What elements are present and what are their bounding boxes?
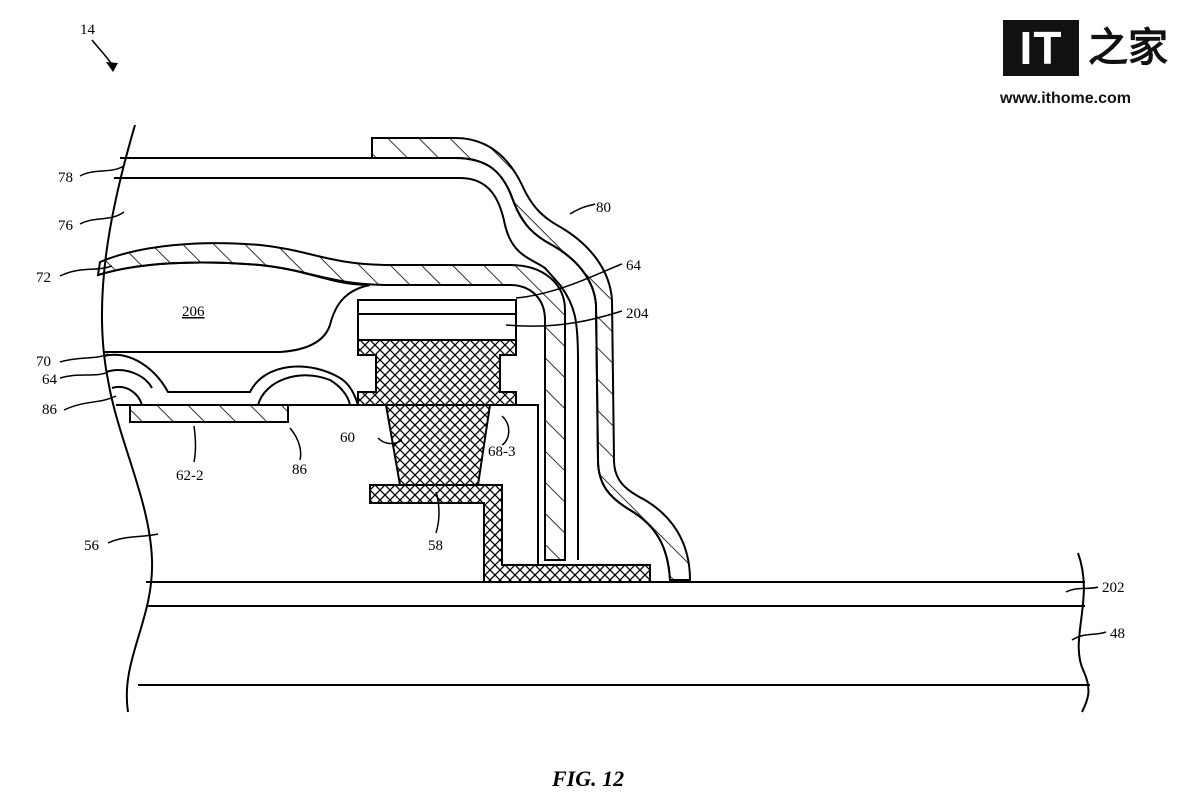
label-86-bottom: 86 <box>292 462 308 478</box>
watermark-logo: IT <box>1003 20 1079 76</box>
label-80: 80 <box>596 200 611 216</box>
watermark-logo-cjk: 之家 <box>1088 25 1168 71</box>
chip-62-2 <box>129 404 289 423</box>
label-62-2: 62-2 <box>176 468 204 484</box>
label-68-3: 68-3 <box>488 444 516 460</box>
label-202: 202 <box>1102 580 1125 596</box>
bezel-inner-line <box>454 157 671 581</box>
label-204: 204 <box>626 306 649 322</box>
cover-layers <box>114 157 579 560</box>
label-86-left: 86 <box>42 402 58 418</box>
label-64-left: 64 <box>42 372 58 388</box>
label-14: 14 <box>80 22 96 38</box>
leader-lines <box>59 165 1107 641</box>
label-76: 76 <box>58 218 74 234</box>
label-78: 78 <box>58 170 73 186</box>
display-layer-206 <box>97 261 371 353</box>
reference-arrow-14 <box>91 39 118 72</box>
frame-line <box>516 404 539 565</box>
label-48: 48 <box>1110 626 1125 642</box>
label-56: 56 <box>84 538 100 554</box>
label-58: 58 <box>428 538 443 554</box>
label-72: 72 <box>36 270 51 286</box>
label-70: 70 <box>36 354 51 370</box>
figure-title: FIG. 12 <box>551 766 624 791</box>
label-206: 206 <box>182 304 205 320</box>
left-break-line <box>101 124 154 713</box>
watermark-url: www.ithome.com <box>1000 90 1131 107</box>
dome-layer <box>103 353 360 406</box>
label-64-right: 64 <box>626 258 642 274</box>
label-60: 60 <box>340 430 355 446</box>
component-204 <box>357 299 517 341</box>
connector-stack <box>357 339 651 583</box>
